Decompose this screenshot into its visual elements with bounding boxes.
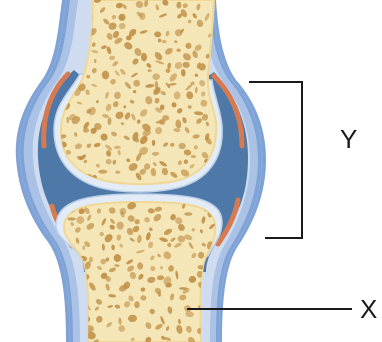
trabecular-spot — [184, 212, 192, 216]
trabecular-spot — [98, 170, 107, 174]
trabecular-spot — [139, 13, 145, 20]
trabecular-spot — [179, 143, 186, 149]
label-x: X — [360, 294, 377, 324]
trabecular-spot — [152, 140, 155, 146]
trabecular-spot — [141, 53, 147, 62]
trabecular-spot — [188, 105, 192, 108]
label-y: Y — [340, 124, 357, 154]
